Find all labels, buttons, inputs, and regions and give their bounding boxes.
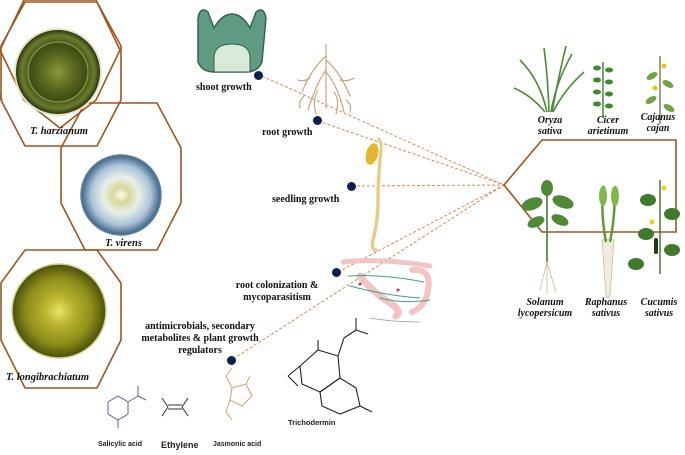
chem-label-salicylic-acid: Salicylic acid [98,441,142,448]
fungus-label-longibrachiatum: T. longibrachiatum [6,372,90,383]
effect-dot-seedling [347,182,356,191]
effect-label-antimicrobials: antimicrobials, secondary metabolites & … [135,321,265,357]
effect-label-antimicrobials-line3: regulators [178,345,222,356]
effect-label-shoot-growth: shoot growth [196,82,252,93]
effect-dot-shoot [254,71,263,80]
effect-label-root-colonization-line2: mycoparasitism [243,292,311,303]
effect-label-root-growth: root growth [262,127,313,138]
effect-label-root-colonization-line1: root colonization & [235,280,319,291]
plant-label-cajanus-cajan: Cajanus cajan [634,112,682,134]
plant-label-raphanus: Raphanus [584,297,628,308]
plant-label-cajanus: Cajanus [640,112,676,123]
plant-label-lycopersicum: lycopersicum [517,308,573,319]
effect-dot-metabolites [227,356,236,365]
plant-label-cicer: Cicer [596,115,620,126]
plant-label-solanum: Solanum [526,297,564,308]
connector-lines [232,75,505,360]
effect-dot-root [313,116,322,125]
plant-label-oryza-sativa: Oryza sativa [530,115,570,137]
trichodermin-structure [287,318,373,415]
cucumis-sativus-icon [628,180,680,274]
petri-dish-longibrachiatum [11,263,107,359]
raphanus-sativus-icon [599,185,619,299]
root-system-icon [297,43,355,115]
seedling-icon [365,136,383,252]
plant-panel-frame [502,139,677,233]
oryza-sativa-icon [513,45,585,113]
effect-dot-colonization [332,268,341,277]
chem-label-trichodermin: Trichodermin [288,418,336,427]
plant-label-sativus-raphanus: sativus [591,308,621,319]
plant-label-solanum-lycopersicum: Solanum lycopersicum [512,297,578,319]
cicer-arietinum-icon [593,62,613,118]
effect-label-antimicrobials-line2: metabolites & plant growth [141,333,259,344]
plant-label-sativa-oryza: sativa [538,126,562,137]
plant-label-cucumis: Cucumis [640,297,678,308]
plant-label-cucumis-sativus: Cucumis sativus [636,297,682,319]
plant-label-arietinum: arietinum [587,126,629,137]
petri-dish-virens [80,154,162,236]
root-colonization-icon [340,258,433,323]
solanum-lycopersicum-icon [521,180,574,294]
effect-label-seedling-growth: seedling growth [272,194,340,205]
plant-label-raphanus-sativus: Raphanus sativus [578,297,634,319]
fungus-label-virens: T. virens [105,238,142,249]
cajanus-cajan-icon [645,56,675,124]
effect-label-antimicrobials-line1: antimicrobials, secondary [145,321,255,332]
plant-label-sativus-cucumis: sativus [644,308,674,319]
jasmonic-acid-structure [225,367,253,421]
ethylene-structure [161,397,189,417]
fungus-label-harzianum: T. harzianum [30,126,88,137]
salicylic-acid-structure [107,386,147,428]
plant-label-oryza: Oryza [537,115,563,126]
chem-label-jasmonic-acid: Jasmonic acid [213,441,262,448]
effect-label-root-colonization: root colonization & mycoparasitism [222,280,332,304]
chem-label-ethylene: Ethylene [161,440,199,450]
plant-label-cajan: cajan [646,123,670,134]
plant-label-cicer-arietinum: Cicer arietinum [582,115,634,137]
